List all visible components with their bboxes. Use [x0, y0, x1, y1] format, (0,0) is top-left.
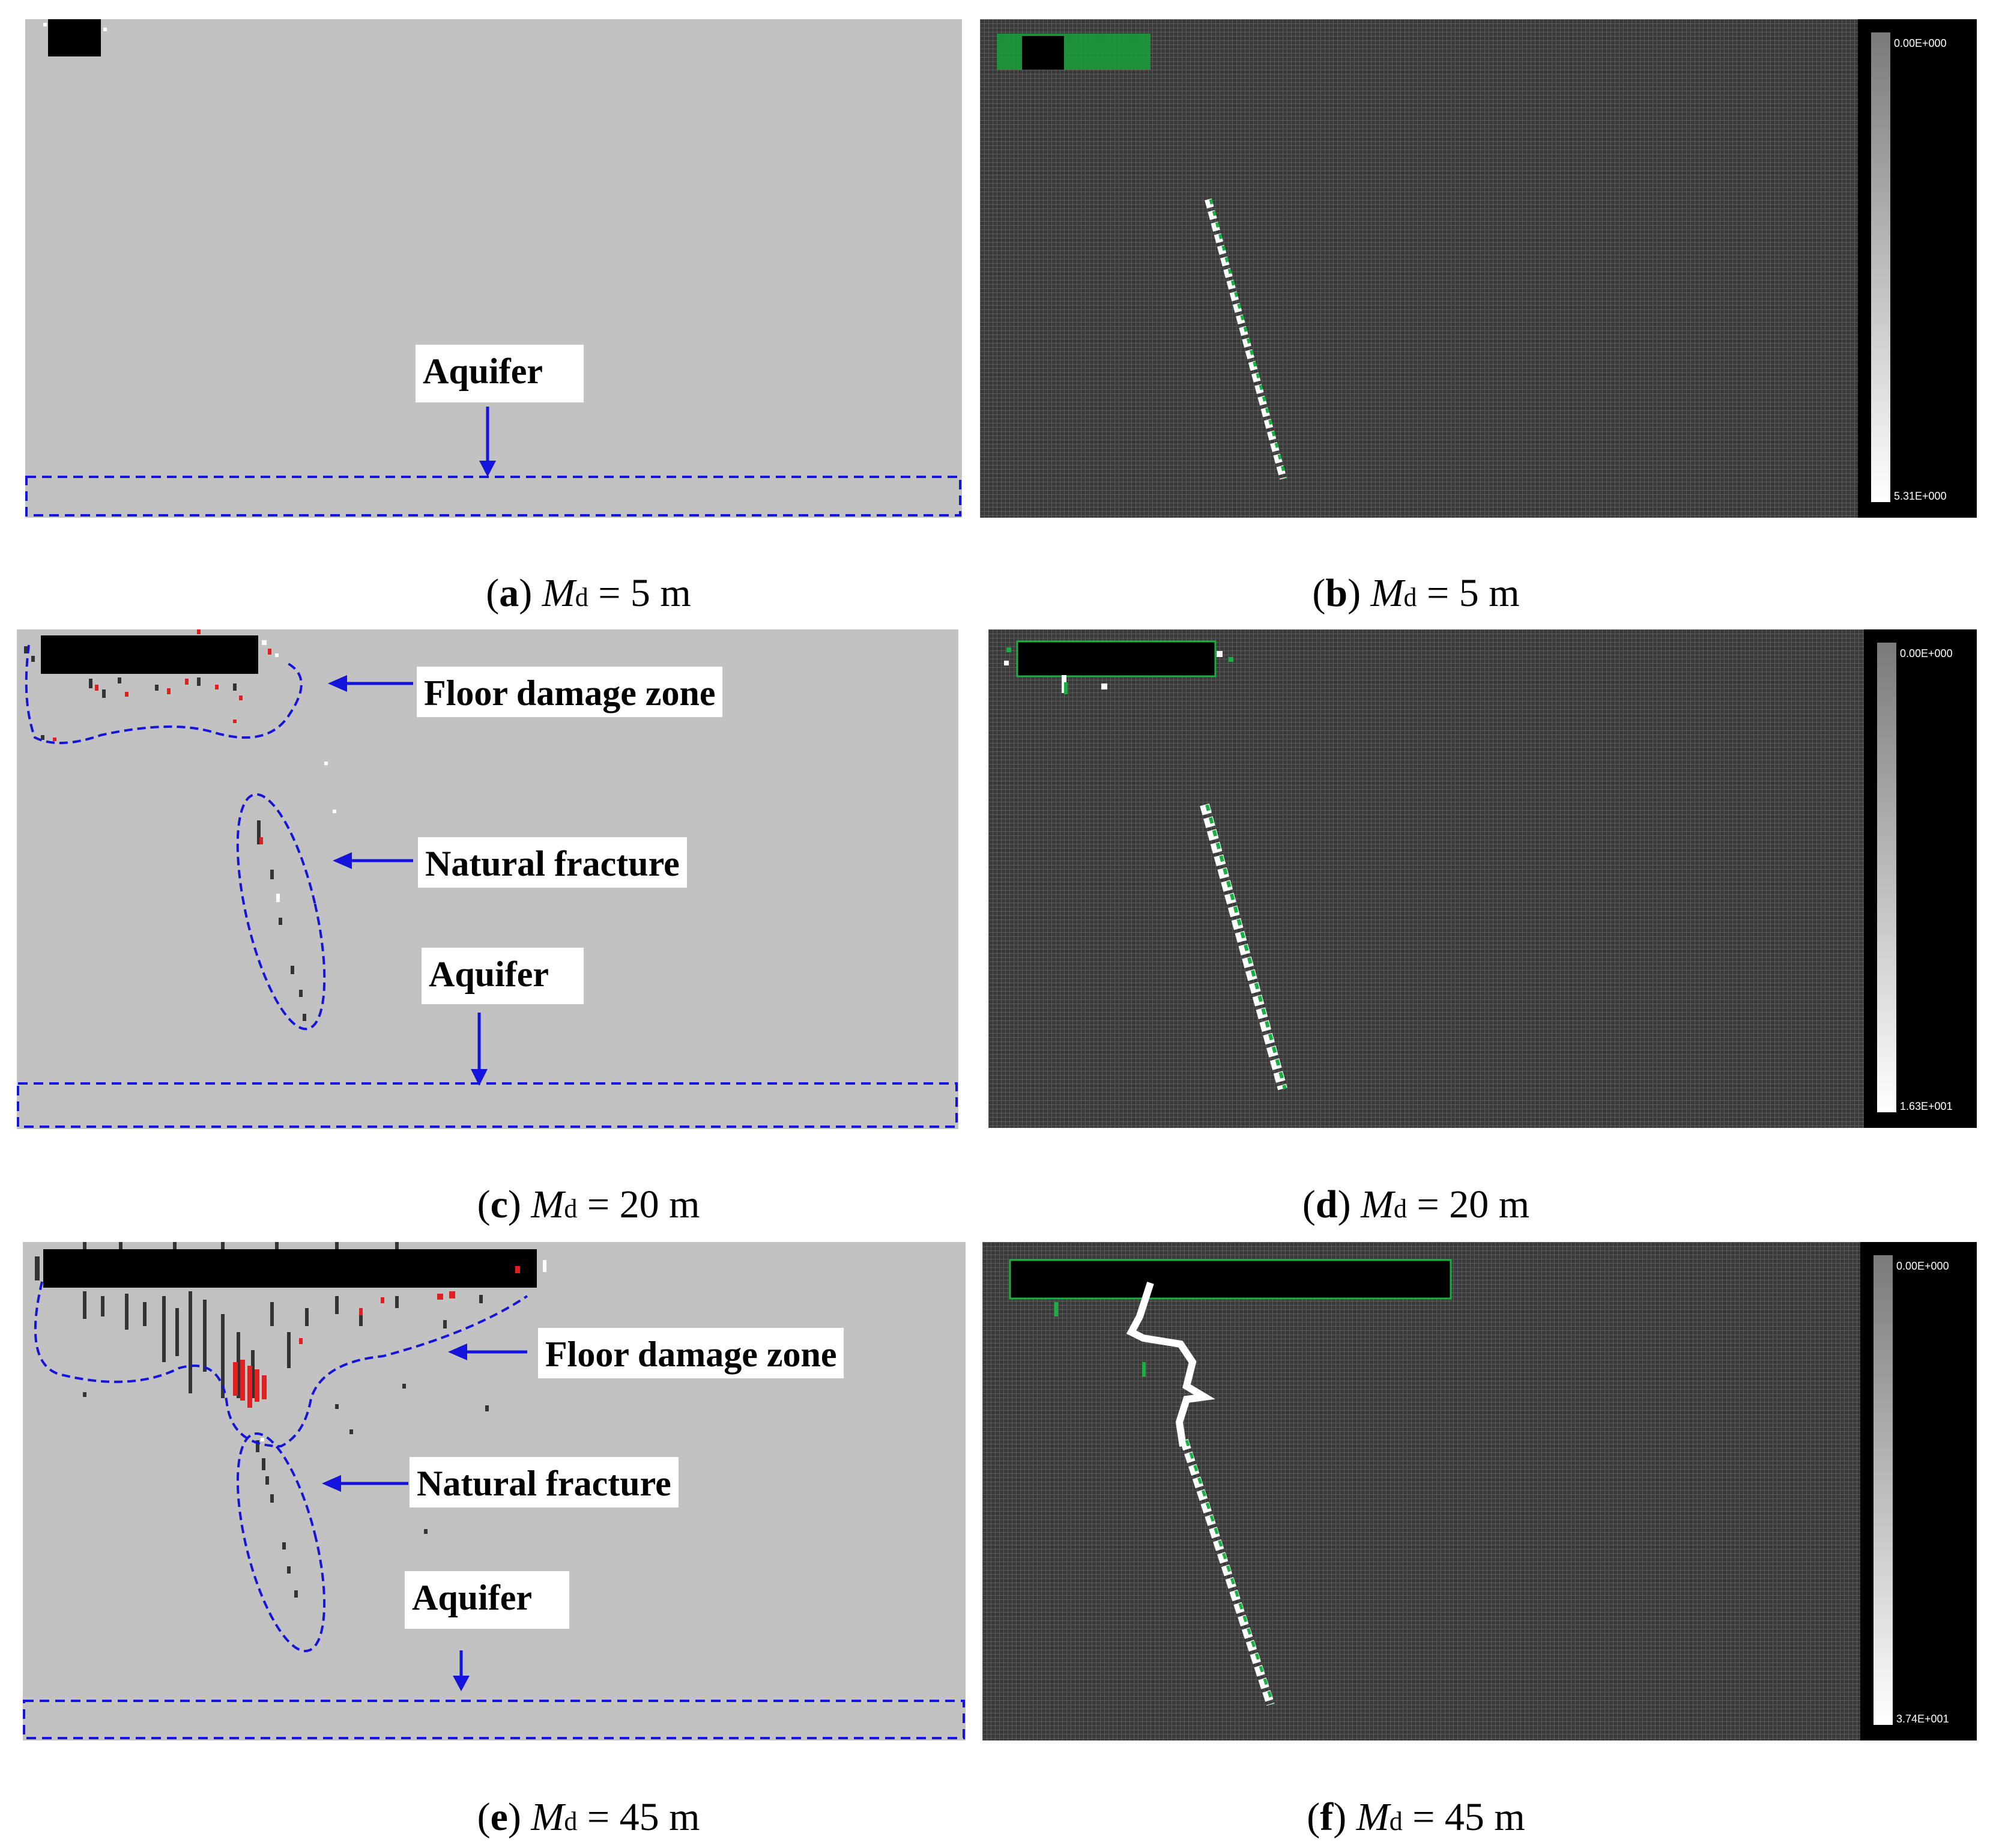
goaf — [1009, 1259, 1452, 1300]
floor-damage-zone-outline — [25, 644, 303, 745]
natural-fracture-label: Natural fracture — [410, 1457, 679, 1507]
legend-f: 0.00E+000 3.74E+001 — [1860, 1242, 1977, 1740]
legend-gradient — [1873, 1255, 1893, 1725]
caption-a: (a) Md = 5 m — [486, 571, 691, 615]
aquifer-boundary — [23, 1700, 965, 1739]
natural-fracture-elements — [256, 1438, 298, 1598]
legend-gradient — [1877, 643, 1896, 1112]
natural-fracture-arrow-head — [322, 1475, 341, 1492]
caption-c: (c) Md = 20 m — [477, 1183, 700, 1226]
panel-a-drawing — [25, 19, 961, 517]
aquifer-boundary — [17, 1082, 958, 1128]
natural-fracture-label: Natural fracture — [418, 837, 687, 888]
mining-edge-dot — [103, 28, 107, 31]
aquifer-arrow-head — [471, 1069, 488, 1086]
panel-b: 0.00E+000 5.31E+000 — [980, 19, 1977, 518]
legend-bottom-label: 3.74E+001 — [1896, 1713, 1949, 1725]
natural-fracture-arrow-head — [333, 852, 352, 869]
panel-c: Floor damage zone Natural fracture Aquif… — [17, 629, 958, 1129]
failure-elements — [35, 1242, 489, 1534]
mining-edge-dot — [43, 23, 47, 26]
panel-e-drawing — [23, 1242, 965, 1739]
floor-damage-arrow-head — [328, 675, 347, 692]
caption-f: (f) Md = 45 m — [1307, 1795, 1525, 1839]
fracture-flow-path — [1205, 198, 1287, 480]
natural-fracture-outline — [236, 793, 326, 1031]
panel-e: Floor damage zone Natural fracture Aquif… — [23, 1242, 966, 1740]
goaf — [48, 19, 101, 56]
panel-d-drawing — [1004, 640, 1287, 1091]
aquifer-label: Aquifer — [422, 948, 584, 1004]
legend-bottom-label: 1.63E+001 — [1900, 1100, 1953, 1112]
floor-damage-zone-outline — [34, 1281, 528, 1448]
floor-damage-arrow-head — [448, 1344, 467, 1360]
legend-b: 0.00E+000 5.31E+000 — [1858, 19, 1977, 518]
floor-damage-zone-label: Floor damage zone — [417, 667, 723, 717]
goaf — [41, 635, 258, 674]
legend-d: 0.00E+000 1.63E+001 — [1864, 629, 1977, 1128]
goaf — [43, 1249, 537, 1288]
failure-elements — [24, 629, 336, 813]
goaf — [1022, 36, 1064, 70]
panel-b-drawing — [997, 34, 1287, 480]
panel-f-drawing — [1009, 1259, 1452, 1706]
panel-f: 0.00E+000 3.74E+001 — [982, 1242, 1977, 1740]
panel-d: 0.00E+000 1.63E+001 — [988, 629, 1977, 1128]
panel-a: Aquifer — [25, 19, 962, 518]
caption-b: (b) Md = 5 m — [1312, 571, 1520, 615]
legend-top-label: 0.00E+000 — [1896, 1260, 1949, 1272]
goaf — [1016, 640, 1217, 677]
red-failure-elements — [233, 1260, 546, 1408]
aquifer-label: Aquifer — [416, 345, 584, 402]
legend-top-label: 0.00E+000 — [1900, 647, 1953, 659]
panel-c-drawing — [17, 629, 958, 1128]
legend-top-label: 0.00E+000 — [1894, 37, 1947, 49]
aquifer-label: Aquifer — [405, 1571, 569, 1629]
legend-gradient — [1871, 32, 1890, 502]
flow-elements — [1004, 647, 1233, 694]
natural-fracture-elements — [257, 820, 306, 1021]
legend-bottom-label: 5.31E+000 — [1894, 490, 1947, 502]
fracture-flow-path — [1126, 1282, 1275, 1706]
aquifer-boundary — [25, 476, 961, 517]
caption-e: (e) Md = 45 m — [477, 1795, 700, 1839]
floor-damage-zone-label: Floor damage zone — [538, 1328, 844, 1378]
caption-d: (d) Md = 20 m — [1302, 1183, 1530, 1226]
flow-zone — [997, 34, 1151, 70]
natural-fracture-outline — [236, 1432, 326, 1653]
aquifer-arrow-head — [453, 1676, 470, 1691]
fracture-flow-path — [1200, 803, 1287, 1091]
aquifer-arrow-head — [479, 461, 496, 477]
flow-elements — [1054, 1302, 1146, 1377]
